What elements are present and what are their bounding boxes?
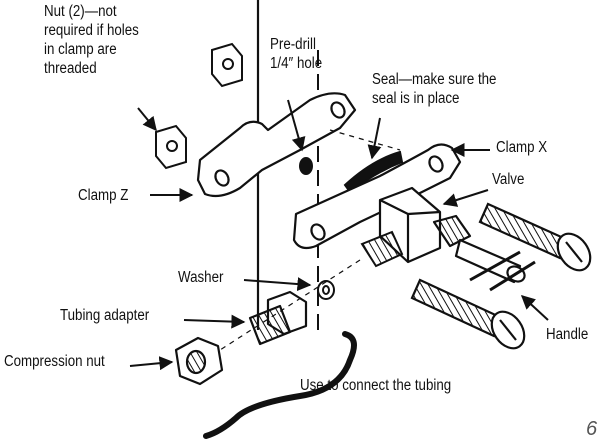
tubing (203, 331, 357, 439)
bolt-top (478, 202, 592, 272)
square-nut-bottom (155, 124, 187, 170)
label-predrill: Pre-drill 1/4″ hole (270, 36, 323, 72)
square-nut-top (211, 42, 243, 88)
label-tubing-adapter: Tubing adapter (60, 307, 150, 324)
label-clamp-x: Clamp X (496, 139, 548, 156)
tubing-adapter (248, 290, 308, 346)
label-clamp-z: Clamp Z (78, 187, 129, 204)
valve-outlet (360, 230, 404, 268)
predrill-hole (299, 157, 313, 175)
callout-arrows (129, 99, 549, 371)
label-tubing: Use to connect the tubing (300, 377, 452, 394)
label-handle: Handle (546, 326, 589, 343)
bolt-bottom (410, 278, 526, 350)
compression-nut (174, 336, 224, 386)
valve (378, 186, 536, 292)
page-number: 6 (586, 418, 598, 440)
clamp-x (292, 143, 462, 250)
label-nut: Nut (2)—not required if holes in clamp a… (44, 3, 139, 77)
washer (317, 280, 335, 300)
label-compression-nut: Compression nut (4, 353, 105, 370)
label-washer: Washer (178, 269, 224, 286)
assembly-guides (219, 129, 401, 351)
label-seal: Seal—make sure the seal is in place (372, 71, 497, 107)
label-valve: Valve (492, 171, 525, 188)
clamp-z (196, 92, 357, 198)
